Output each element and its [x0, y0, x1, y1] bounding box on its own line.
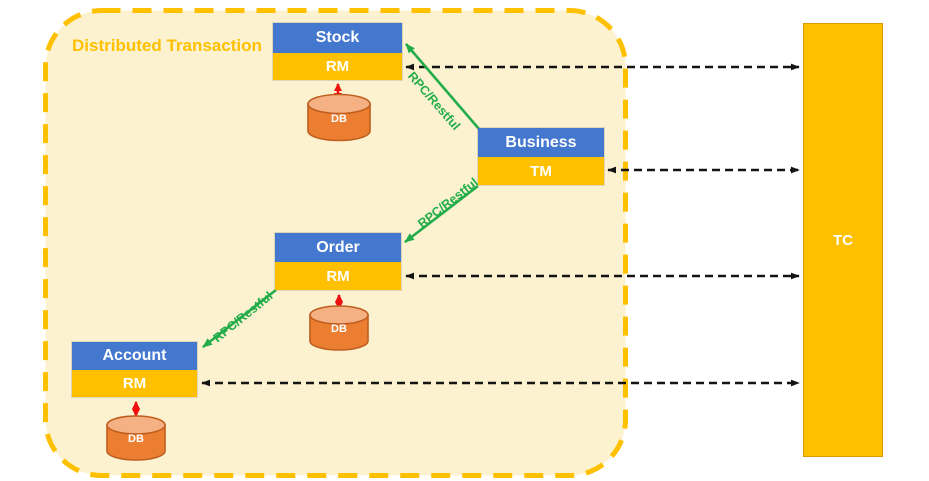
panel-title: Distributed Transaction	[72, 36, 262, 55]
link-business-to-order	[404, 184, 479, 244]
db-cylinder-account	[106, 415, 166, 461]
service-role-account-rm: RM	[72, 370, 197, 397]
db-label-stock: DB	[331, 113, 347, 125]
service-box-account: Account RM	[72, 342, 197, 397]
service-name-business: Business	[478, 128, 604, 157]
link-order-to-account	[202, 288, 277, 349]
db-cylinder-order	[309, 305, 369, 351]
db-label-account: DB	[128, 433, 144, 445]
service-role-stock-rm: RM	[273, 53, 402, 80]
transaction-coordinator-box: TC	[803, 23, 883, 457]
service-box-business: Business TM	[478, 128, 604, 185]
service-name-account: Account	[72, 342, 197, 370]
service-role-business-tm: TM	[478, 157, 604, 185]
link-business-to-stock	[405, 43, 480, 130]
transaction-coordinator-label: TC	[833, 231, 853, 249]
service-role-order-rm: RM	[275, 262, 401, 290]
service-name-stock: Stock	[273, 23, 402, 53]
service-box-order: Order RM	[275, 233, 401, 290]
db-cylinder-stock	[307, 93, 371, 142]
service-box-stock: Stock RM	[273, 23, 402, 80]
service-name-order: Order	[275, 233, 401, 262]
db-label-order: DB	[331, 323, 347, 335]
